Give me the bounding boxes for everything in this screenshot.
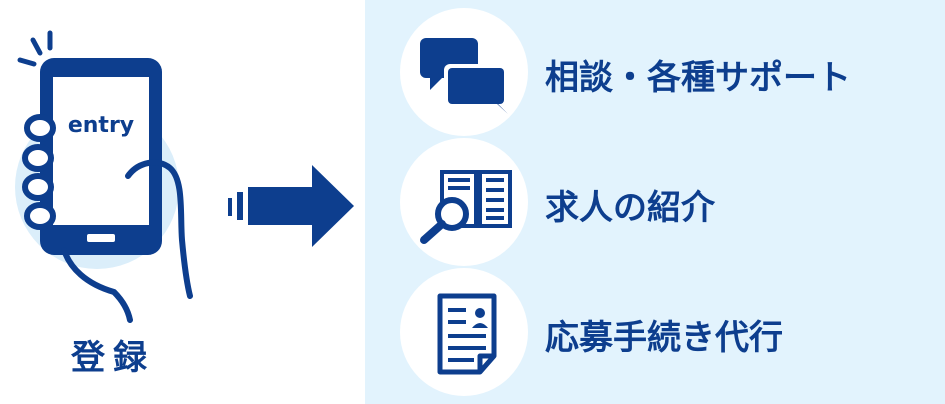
hand-icon bbox=[22, 114, 193, 323]
service-label: 求人の紹介 bbox=[545, 188, 715, 228]
resume-document-icon bbox=[437, 293, 497, 375]
service-item-job-introduction: 求人の紹介 bbox=[400, 138, 940, 266]
service-label: 応募手続き代行 bbox=[545, 318, 783, 358]
services-panel: 相談・各種サポート 求人の紹介 bbox=[365, 0, 945, 404]
right-arrow-icon bbox=[228, 165, 354, 247]
phone-screen-text: entry bbox=[68, 113, 134, 138]
service-icon-circle bbox=[400, 8, 528, 136]
job-search-icon bbox=[420, 170, 512, 244]
service-label: 相談・各種サポート bbox=[545, 58, 851, 98]
service-icon-circle bbox=[400, 268, 528, 396]
service-item-application-agency: 応募手続き代行 bbox=[400, 268, 940, 396]
chat-bubbles-icon bbox=[420, 38, 508, 114]
phone-icon: entry bbox=[40, 58, 162, 255]
sparkle-lines-icon bbox=[17, 30, 53, 67]
hand-phone-illustration: entry bbox=[15, 30, 193, 323]
service-item-consultation: 相談・各種サポート bbox=[400, 8, 940, 136]
register-label: 登録 bbox=[71, 338, 155, 378]
service-icon-circle bbox=[400, 138, 528, 266]
